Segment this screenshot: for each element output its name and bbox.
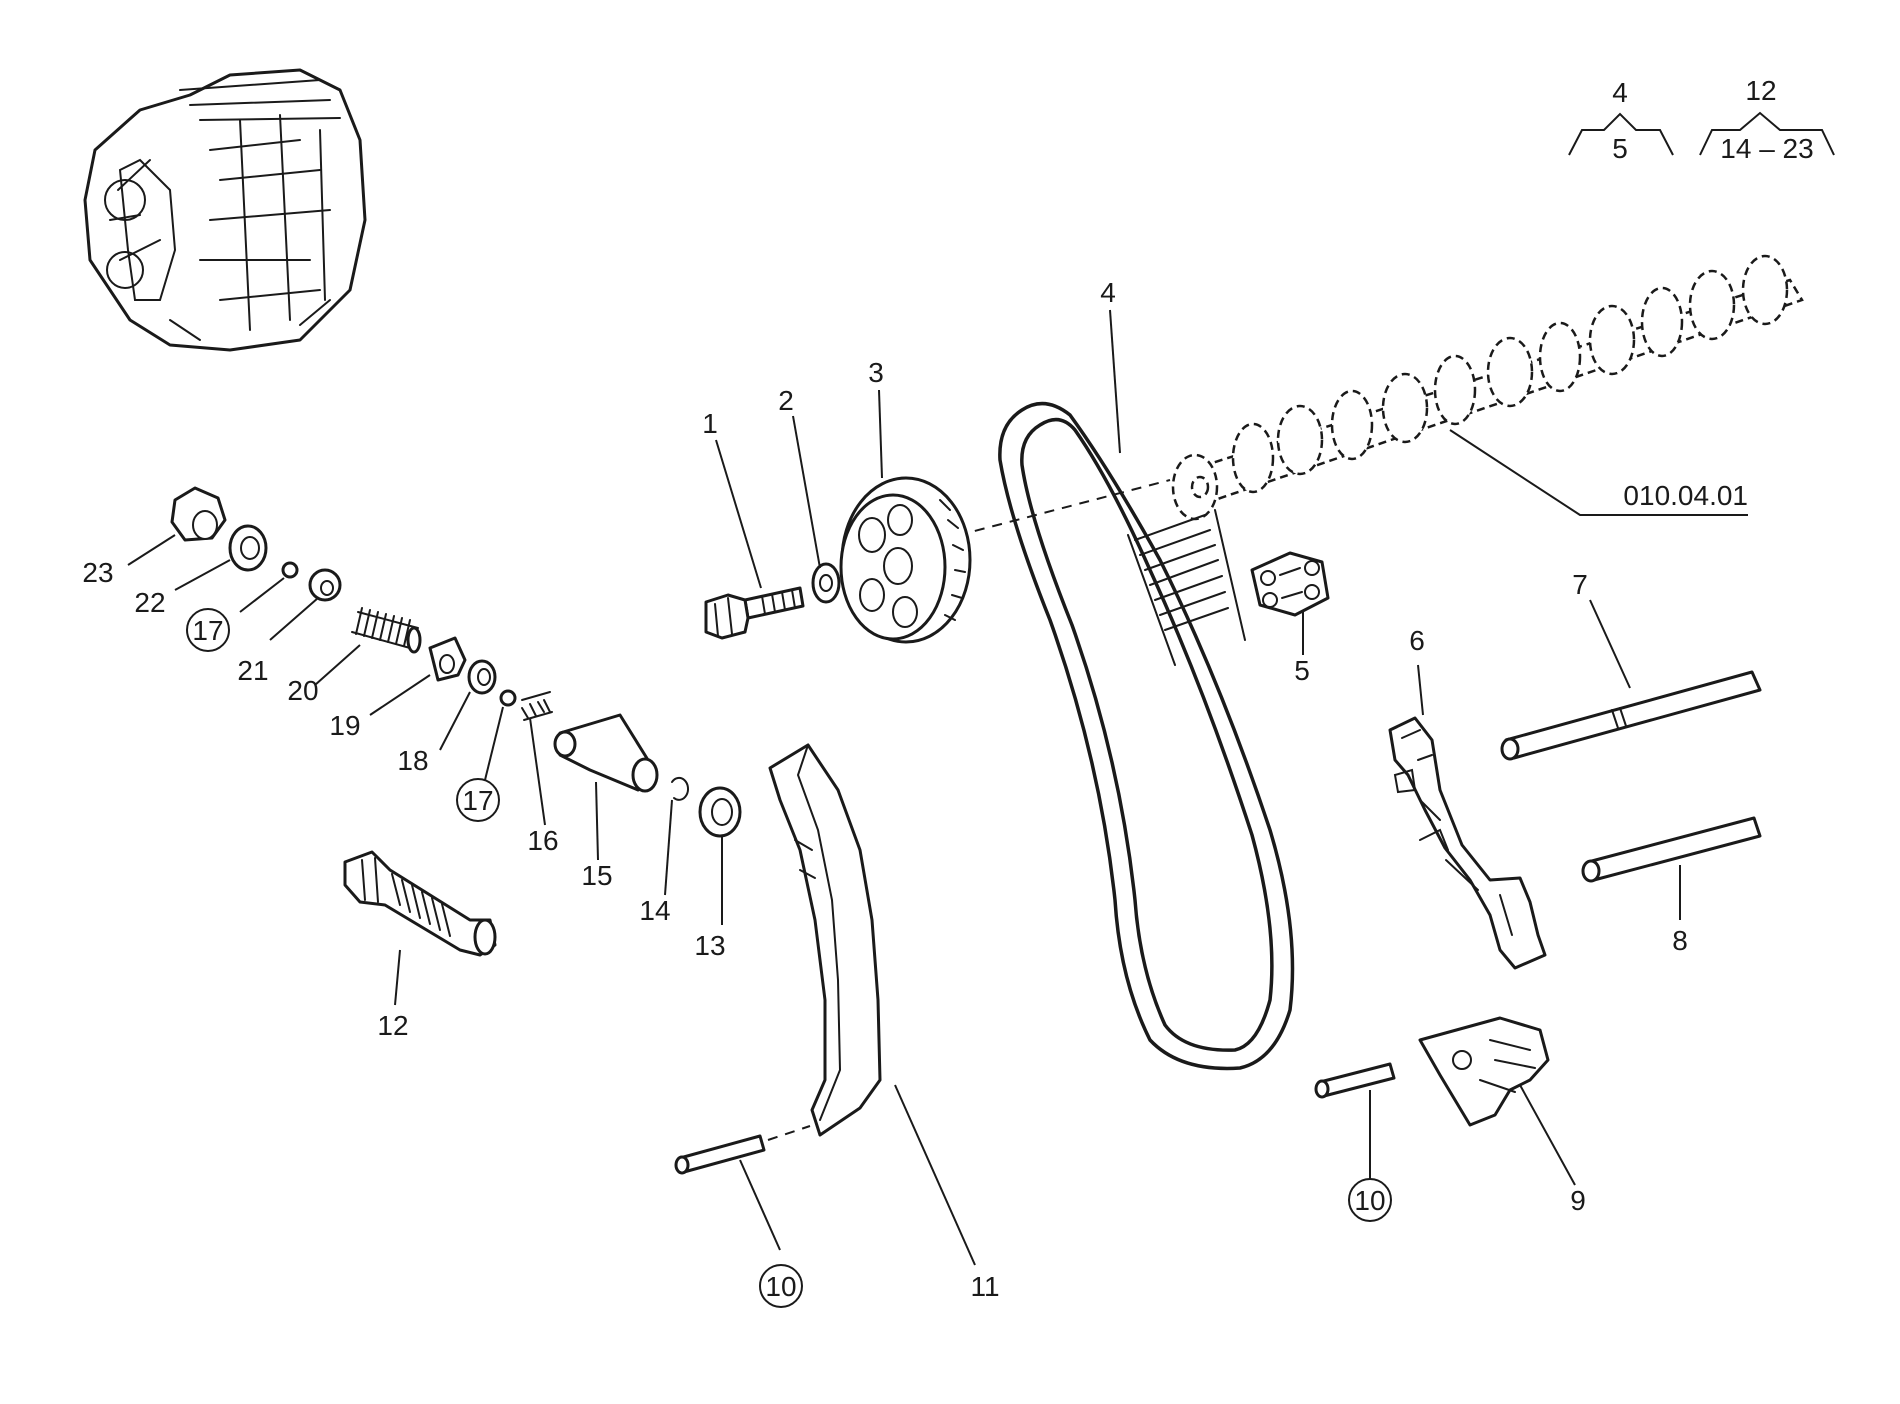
callout-20: 20 — [287, 675, 318, 706]
ring-lower — [467, 659, 497, 695]
spring-cup — [308, 568, 342, 602]
tensioner-seal-ring — [698, 786, 742, 838]
callout-9: 9 — [1570, 1185, 1586, 1216]
guide-pin-short — [1581, 816, 1762, 883]
callout-18: 18 — [397, 745, 428, 776]
callout-11: 11 — [970, 1271, 999, 1302]
timing-chain — [998, 401, 1295, 1071]
callout-10-left: 10 — [765, 1271, 796, 1302]
camshaft: 010.04.01 — [1171, 254, 1804, 521]
callout-leaders — [127, 309, 1681, 1266]
chain-guide-rail — [1388, 716, 1547, 970]
callout-2: 2 — [778, 385, 794, 416]
callout-6: 6 — [1409, 625, 1425, 656]
valve-cap — [428, 636, 467, 682]
callout-4: 4 — [1100, 277, 1116, 308]
group-children-label: 14 – 23 — [1720, 133, 1813, 164]
assembly-group-12-14-23: 12 14 – 23 — [1699, 75, 1835, 164]
callout-22: 22 — [134, 587, 165, 618]
callout-10-right: 10 — [1354, 1185, 1385, 1216]
ball-upper — [281, 561, 299, 579]
piston-spring-small — [521, 691, 553, 721]
dowel-pin-left — [674, 1125, 811, 1175]
callout-labels: 1 2 3 4 5 6 7 8 9 10 10 11 12 13 14 15 1… — [82, 277, 1687, 1302]
callout-17-upper: 17 — [192, 615, 223, 646]
camshaft-reference-label: 010.04.01 — [1623, 480, 1748, 511]
assembly-group-4-5: 4 5 — [1568, 77, 1674, 164]
callout-17-lower: 17 — [462, 785, 493, 816]
circled-callout-markers — [186, 608, 1392, 1308]
ball-lower — [499, 689, 517, 707]
callout-7: 7 — [1572, 569, 1588, 600]
sprocket-axis-line — [939, 479, 1171, 541]
guide-pin-long — [1500, 670, 1762, 761]
chain-tensioner — [343, 850, 497, 957]
callout-1: 1 — [702, 408, 718, 439]
engine-overview-illustration — [83, 68, 367, 352]
snap-ring — [671, 776, 690, 801]
tensioner-bracket — [1418, 1016, 1550, 1127]
chain-connecting-link — [1250, 551, 1330, 617]
camshaft-sprocket — [839, 476, 972, 644]
ring-upper — [228, 524, 268, 572]
group-parent-label: 4 — [1612, 77, 1628, 108]
callout-23: 23 — [82, 557, 113, 588]
washer — [811, 562, 841, 604]
dowel-pin-right — [1314, 1062, 1396, 1099]
callout-15: 15 — [581, 860, 612, 891]
tensioner-rail — [768, 743, 882, 1137]
callout-5: 5 — [1294, 655, 1310, 686]
callout-13: 13 — [694, 930, 725, 961]
tensioner-piston — [553, 713, 659, 793]
screw-plug — [170, 486, 227, 542]
group-parent-label: 12 — [1745, 75, 1776, 106]
group-children-label: 5 — [1612, 133, 1628, 164]
tensioner-spring — [351, 607, 422, 654]
callout-3: 3 — [868, 357, 884, 388]
callout-8: 8 — [1672, 925, 1688, 956]
callout-12: 12 — [377, 1010, 408, 1041]
callout-19: 19 — [329, 710, 360, 741]
callout-21: 21 — [237, 655, 268, 686]
sprocket-bolt — [704, 586, 805, 640]
callout-14: 14 — [639, 895, 670, 926]
callout-16: 16 — [527, 825, 558, 856]
